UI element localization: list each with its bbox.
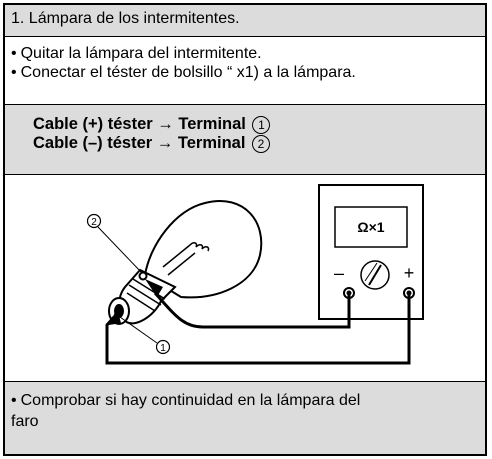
terminal-2-marker: 2 [252, 134, 271, 153]
bulb-filament [162, 242, 210, 276]
procedure-table: 1. Lámpara de los intermitentes. Quitar … [3, 3, 487, 456]
steps-list: Quitar la lámpara del intermitente. Cone… [5, 37, 485, 104]
section-title: 1. Lámpara de los intermitentes. [5, 5, 485, 36]
connection-plus-text: Cable (+) téster → Terminal [33, 115, 246, 133]
callout-2-label: 2 [91, 217, 97, 228]
plus-label: + [404, 263, 415, 283]
lead-plus [105, 293, 411, 365]
connection-minus-text: Cable (–) téster → Terminal [33, 134, 246, 152]
check-line-2: faro [11, 413, 39, 430]
connection-minus: Cable (–) téster → Terminal 2 [33, 134, 485, 153]
terminal-1-marker: 1 [252, 115, 271, 134]
check-line-1: Comprobar si hay continuidad en la lámpa… [11, 390, 485, 411]
minus-label: – [334, 263, 344, 283]
tester-display [334, 206, 408, 248]
divider [5, 381, 485, 382]
connection-instructions: Cable (+) téster → Terminal 1 Cable (–) … [5, 105, 485, 174]
lead-minus [153, 291, 351, 329]
wiring-illustration: Ω×1 – + 2 1 [5, 175, 485, 381]
divider [5, 36, 485, 37]
connection-plus: Cable (+) téster → Terminal 1 [33, 115, 485, 134]
step-item: Quitar la lámpara del intermitente. [11, 44, 485, 63]
callout-1-label: 1 [160, 343, 166, 354]
title-text: 1. Lámpara de los intermitentes. [11, 10, 240, 27]
tester-range-label: Ω×1 [357, 219, 384, 235]
check-instruction: Comprobar si hay continuidad en la lámpa… [5, 382, 485, 454]
divider [5, 104, 485, 105]
divider [5, 174, 485, 175]
tester-body [318, 184, 424, 320]
bulb-glass [143, 200, 263, 299]
step-item: Conectar el téster de bolsillo “ x1) a l… [11, 63, 485, 82]
terminal-2-pin [138, 271, 148, 281]
wiring-diagram: Ω×1 – + 2 1 [86, 184, 424, 365]
